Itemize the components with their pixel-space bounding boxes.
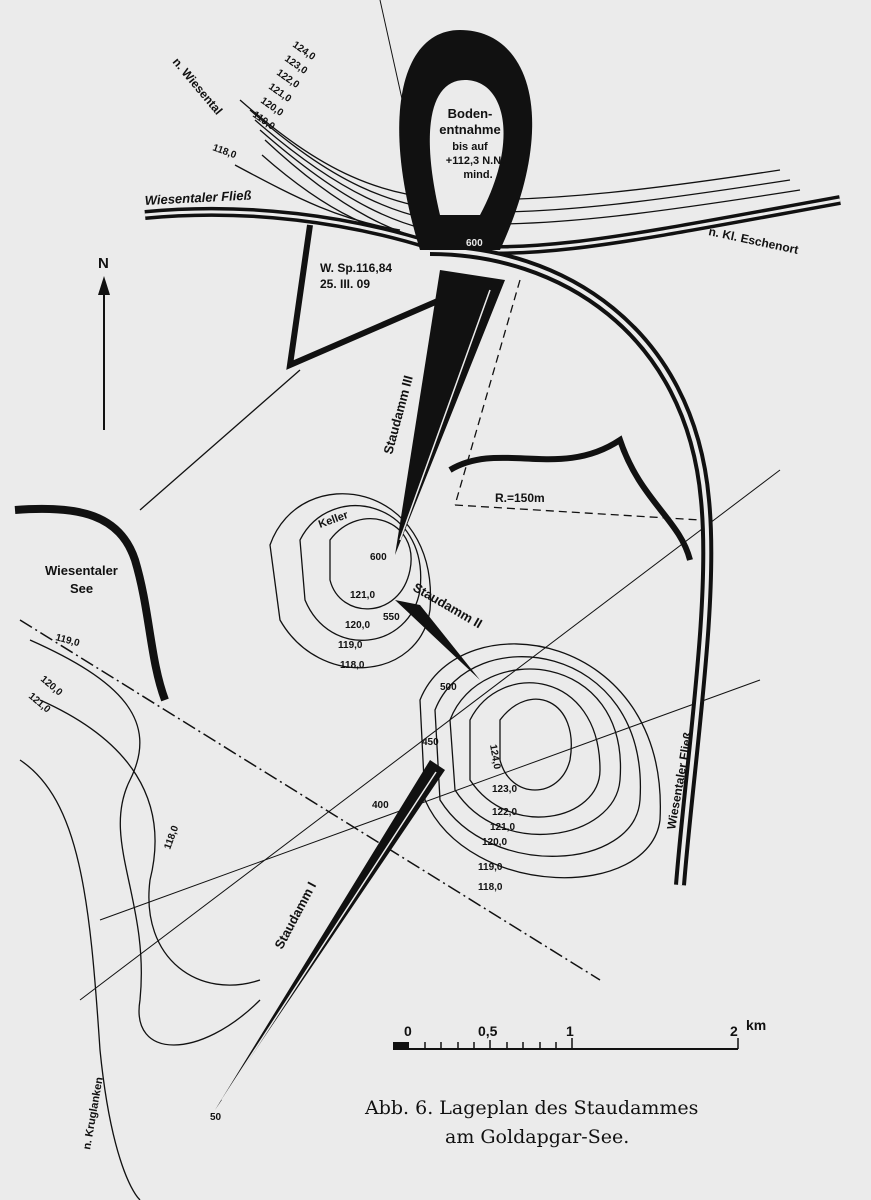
map-label: n. Kruglanken [81, 1076, 106, 1151]
caption-line-1: Abb. 6. Lageplan des Staudammes [364, 1097, 698, 1119]
map-label: 118,0 [478, 882, 503, 893]
scale-bar: 0 0,5 1 2 km [393, 1017, 766, 1050]
map-label: 118,0 [340, 660, 365, 671]
map-label: Wiesentaler [45, 563, 118, 578]
map-label: 600 [466, 238, 483, 249]
map-label: Keller [317, 509, 351, 531]
map-label: 121,0 [350, 590, 375, 601]
map-label: 0,5 [478, 1023, 498, 1039]
staudamm-2 [395, 600, 480, 680]
map-label: 400 [372, 800, 389, 811]
map-label: 120,0 [345, 620, 370, 631]
map-label: 119,0 [478, 862, 503, 873]
map-label: 120,0 [482, 837, 507, 848]
map-label: 123,0 [492, 784, 517, 795]
map-label: 25. III. 09 [320, 277, 370, 291]
map-label: 50 [210, 1112, 222, 1123]
map-label: Staudamm I [271, 879, 319, 951]
label-wiesentaler-fliess: Wiesentaler Fließ [144, 187, 252, 208]
map-label: 450 [422, 737, 439, 748]
map-label: R.=150m [495, 491, 545, 505]
map-label: See [70, 581, 93, 596]
map-label: 118,0 [162, 824, 181, 851]
map-label: 0 [404, 1023, 412, 1039]
excavation-inner [429, 80, 504, 215]
map-label: n. Wiesental [170, 55, 226, 118]
map-label: bis auf [452, 141, 488, 153]
map-label: 124,0 [487, 744, 502, 771]
map-label: 500 [440, 682, 457, 693]
dam-crest-lines [221, 289, 491, 1101]
map-label: N [98, 255, 109, 272]
map-label: 118,0 [211, 142, 238, 161]
map-label: km [746, 1017, 766, 1033]
map-label: 122,0 [492, 807, 517, 818]
map-label: +112,3 N.N. [446, 155, 504, 167]
map-label: 1 [566, 1023, 574, 1039]
contour-lines [19, 0, 801, 1200]
north-arrow: N [98, 255, 110, 430]
map-label: 600 [370, 552, 387, 563]
map-label: mind. [463, 169, 492, 181]
map-label: n. Kl. Eschenort [707, 224, 799, 257]
map-label: 2 [730, 1023, 738, 1039]
map-label: 121,0 [490, 822, 515, 833]
map-label: 550 [383, 612, 400, 623]
map-label: entnahme [439, 122, 500, 137]
caption-line-2: am Goldapgar-See. [445, 1126, 629, 1148]
map-label: Staudamm III [380, 374, 415, 456]
map-label: W. Sp.116,84 [320, 261, 392, 275]
map-label: 119,0 [54, 632, 81, 649]
map-label: 119,0 [338, 640, 363, 651]
map-label: Boden- [448, 106, 493, 121]
map-label: 121,0 [26, 691, 53, 716]
map-label: 120,0 [38, 674, 65, 699]
staudamm-3 [395, 270, 505, 555]
